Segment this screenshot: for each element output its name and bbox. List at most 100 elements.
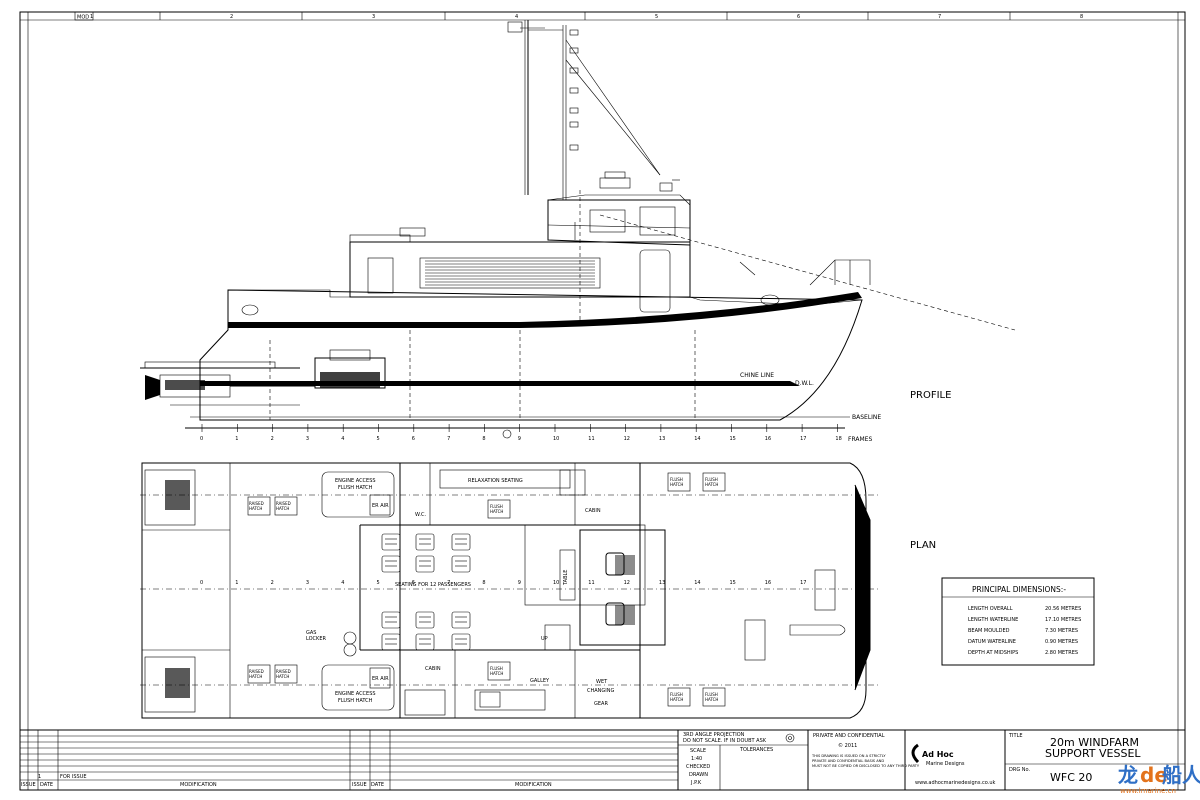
engine-access-hatch-bottom: [321, 664, 395, 711]
company-logo: Ad Hoc Marine Designs www.adhocmarinedes…: [911, 743, 995, 786]
profile-frame-number: 14: [694, 436, 700, 442]
col-modification-2: MODIFICATION: [515, 782, 552, 788]
dimension-value: 0.90 METRES: [1045, 639, 1078, 645]
watermark-cn-1: 龙: [1118, 763, 1138, 787]
flush-hatch-bottom-label: FLUSH HATCH: [338, 698, 373, 704]
plan-frame-number: 16: [765, 580, 771, 586]
company-name: Ad Hoc: [922, 750, 954, 759]
tolerances-label: TOLERANCES: [739, 747, 773, 753]
plan-partitions: [343, 463, 846, 718]
engine-access-top-label: ENGINE ACCESS: [335, 478, 376, 484]
hull: [140, 214, 1016, 421]
company-website: www.adhocmarinedesigns.co.uk: [915, 780, 995, 786]
plan-frame-number: 10: [553, 580, 559, 586]
col-date-1: DATE: [40, 782, 53, 788]
plan-frame-number: 13: [659, 580, 665, 586]
dimension-name: DEPTH AT MIDSHIPS: [968, 650, 1018, 656]
profile-frame-number: 10: [553, 436, 559, 442]
plan-frame-number: 7: [447, 580, 450, 586]
checked-label: CHECKED: [686, 764, 710, 770]
grid-number: 5: [655, 14, 658, 20]
deckhouse: [349, 190, 691, 320]
er-air-top-label: ER AIR: [372, 503, 389, 509]
profile-frame-number: 0: [200, 436, 203, 442]
passenger-seat: [381, 611, 401, 629]
plan-frame-number: 12: [624, 580, 630, 586]
col-date-2: DATE: [371, 782, 384, 788]
changing-label: CHANGING: [587, 688, 615, 694]
passenger-seat: [451, 555, 471, 573]
profile-frame-number: 18: [835, 436, 841, 442]
title-line-1: 20m WINDFARM: [1050, 736, 1139, 749]
grid-number: 6: [797, 14, 800, 20]
wc-label: W.C.: [415, 512, 426, 518]
plan-frame-number: 4: [341, 580, 344, 586]
relaxation-seating-label: RELAXATION SEATING: [468, 478, 523, 484]
engine-access-bottom-label: ENGINE ACCESS: [335, 691, 376, 697]
helm-seat: [605, 602, 625, 626]
plan-frame-number: 2: [271, 580, 274, 586]
plan-title: PLAN: [910, 540, 936, 551]
profile-frame-number: 6: [412, 436, 415, 442]
principal-dimensions-title: PRINCIPAL DIMENSIONS:-: [972, 585, 1066, 594]
profile-frame-number: 8: [482, 436, 485, 442]
profile-frame-number: 3: [306, 436, 309, 442]
grid-number: 2: [230, 14, 233, 20]
dimension-value: 2.80 METRES: [1045, 650, 1078, 656]
profile-frame-number: 1: [235, 436, 238, 442]
passenger-seat: [415, 611, 435, 629]
galley-label: GALLEY: [530, 678, 550, 684]
table-label: TABLE: [563, 570, 569, 586]
profile-frame-number: 5: [377, 436, 380, 442]
passenger-seat: [381, 533, 401, 551]
watermark-url: www.lmarine.cn: [1120, 787, 1176, 795]
do-not-scale-text: DO NOT SCALE. IF IN DOUBT ASK: [683, 738, 767, 744]
title-label: TITLE: [1008, 733, 1023, 739]
drawn-value: J.P.K: [690, 780, 702, 786]
plan-frame-number: 14: [694, 580, 700, 586]
cabin-bottom-label: CABIN: [425, 666, 441, 672]
watermark-cn-2: 船人: [1162, 763, 1200, 787]
profile-title: PROFILE: [910, 390, 951, 401]
frames-label: FRAMES: [848, 436, 872, 443]
profile-frame-number: 7: [447, 436, 450, 442]
passenger-seat: [415, 533, 435, 551]
revision-issue: 1: [38, 774, 41, 780]
dwl-label: D.W.L.: [795, 380, 814, 387]
col-issue-2: ISSUE: [352, 782, 367, 788]
profile-frame-number: 4: [341, 436, 344, 442]
profile-frame-number: 16: [765, 436, 771, 442]
title-block: 1 FOR ISSUE ISSUE DATE MODIFICATION ISSU…: [20, 729, 1185, 790]
dimension-value: 17.10 METRES: [1045, 617, 1081, 623]
profile-frame-number: 9: [518, 436, 521, 442]
er-air-bottom-label: ER AIR: [372, 676, 389, 682]
flush-hatch-top-label: FLUSH HATCH: [338, 485, 373, 491]
grid-number: 1: [90, 14, 93, 20]
dimension-value: 7.30 METRES: [1045, 628, 1078, 634]
plan-frame-number: 0: [200, 580, 203, 586]
mast: [507, 20, 680, 200]
passenger-seat: [381, 633, 401, 651]
gear-label: GEAR: [594, 701, 608, 707]
watermark-de: de: [1140, 763, 1168, 787]
plan-frame-number: 15: [730, 580, 736, 586]
baseline-label: BASELINE: [852, 414, 881, 421]
chine-line-label: CHINE LINE: [740, 372, 774, 379]
helm-seat: [605, 552, 625, 576]
projection-text: 3RD ANGLE PROJECTION: [683, 732, 745, 738]
plan-frame-number: 1: [235, 580, 238, 586]
plan-frame-number: 3: [306, 580, 309, 586]
profile-frame-number: 17: [800, 436, 806, 442]
plan-frame-number: 5: [377, 580, 380, 586]
